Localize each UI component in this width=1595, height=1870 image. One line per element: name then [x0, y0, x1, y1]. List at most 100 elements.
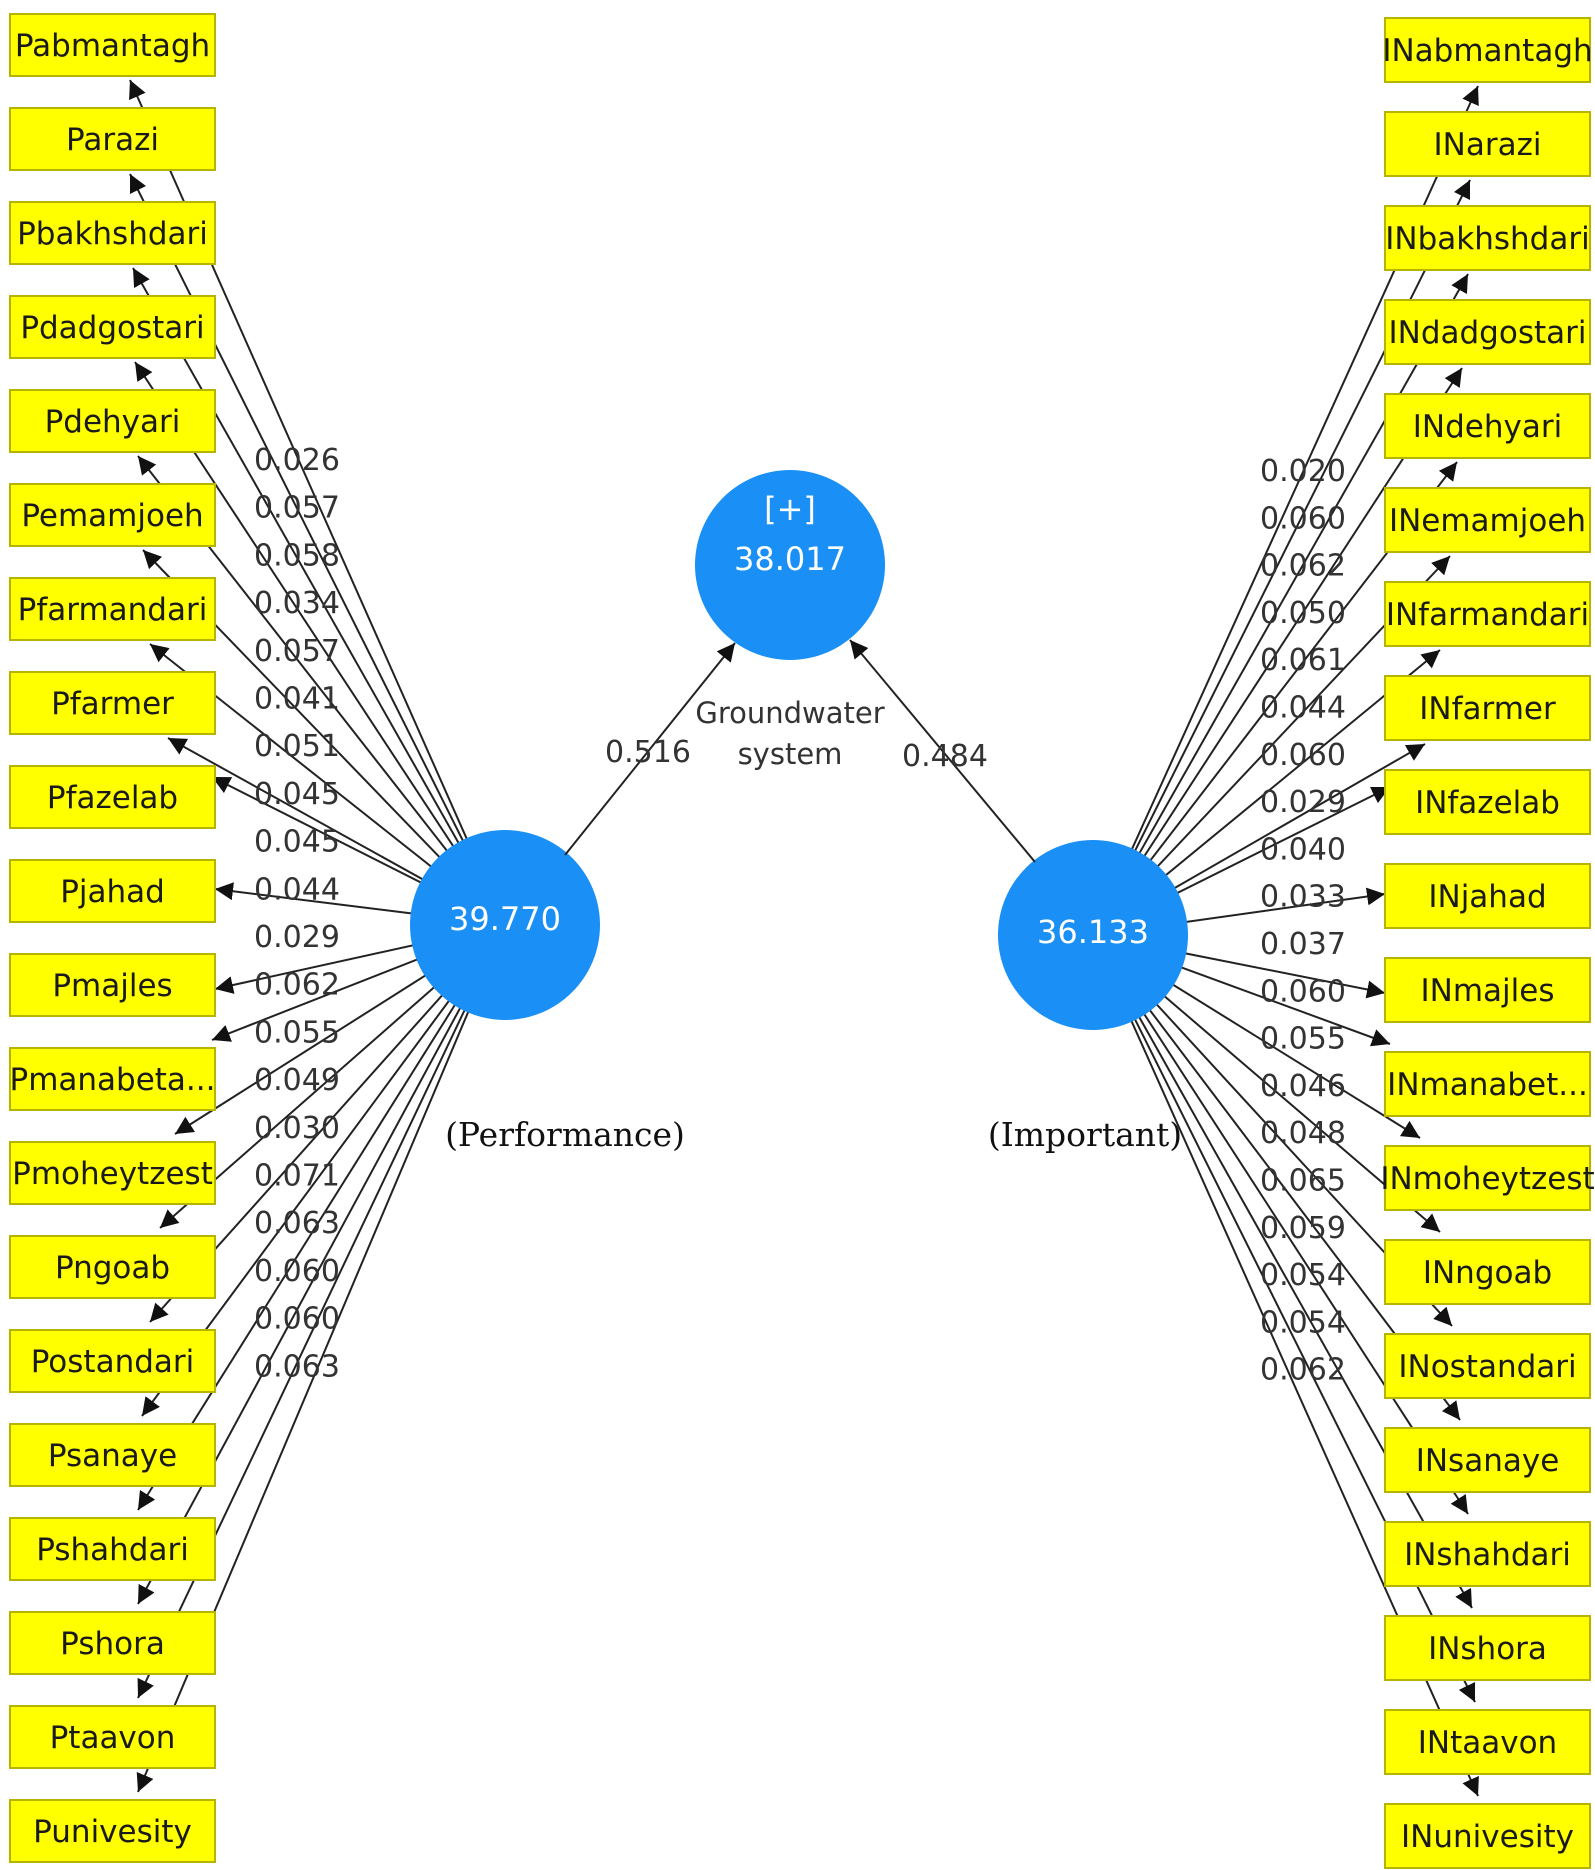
- performance-indicator-punivesity[interactable]: Punivesity: [9, 1799, 216, 1863]
- important-indicator-inostandari[interactable]: INostandari: [1384, 1333, 1591, 1399]
- important-indicator-box[interactable]: [1384, 111, 1591, 177]
- performance-indicator-pfarmandari[interactable]: Pfarmandari: [9, 577, 216, 641]
- groundwater-system-circle[interactable]: [695, 470, 885, 660]
- performance-edge-pdadgostari: [134, 361, 506, 926]
- important-indicator-box[interactable]: [1384, 769, 1591, 835]
- performance-indicator-box[interactable]: [9, 483, 216, 547]
- performance-weight-pmoheytzest: 0.055: [254, 1015, 340, 1050]
- important-indicator-label: INarazi: [1434, 127, 1542, 163]
- important-indicator-box[interactable]: [1384, 863, 1591, 929]
- important-node[interactable]: 36.133: [998, 840, 1188, 1030]
- important-indicator-injahad[interactable]: INjahad: [1384, 863, 1591, 929]
- performance-indicator-pdadgostari[interactable]: Pdadgostari: [9, 295, 216, 359]
- performance-node[interactable]: 39.770: [410, 830, 600, 1020]
- important-indicator-box[interactable]: [1384, 17, 1591, 83]
- performance-indicator-pmajles[interactable]: Pmajles: [9, 953, 216, 1017]
- important-indicator-box[interactable]: [1384, 299, 1591, 365]
- important-indicator-inarazi[interactable]: INarazi: [1384, 111, 1591, 177]
- important-indicator-box[interactable]: [1384, 1803, 1591, 1869]
- performance-indicator-box[interactable]: [9, 1141, 216, 1205]
- performance-indicator-psanaye[interactable]: Psanaye: [9, 1423, 216, 1487]
- important-indicator-box[interactable]: [1384, 1333, 1591, 1399]
- important-indicator-label: INabmantagh: [1382, 33, 1592, 69]
- performance-indicator-box[interactable]: [9, 671, 216, 735]
- performance-indicator-pshora[interactable]: Pshora: [9, 1611, 216, 1675]
- important-indicator-box[interactable]: [1384, 1709, 1591, 1775]
- performance-circle[interactable]: [410, 830, 600, 1020]
- performance-indicator-box[interactable]: [9, 107, 216, 171]
- performance-indicator-box[interactable]: [9, 765, 216, 829]
- important-indicator-box[interactable]: [1384, 487, 1591, 553]
- performance-indicator-box[interactable]: [9, 1611, 216, 1675]
- important-indicator-indehyari[interactable]: INdehyari: [1384, 393, 1591, 459]
- important-indicator-inmoheytzest[interactable]: INmoheytzest: [1380, 1145, 1595, 1211]
- performance-indicator-parazi[interactable]: Parazi: [9, 107, 216, 171]
- important-indicator-box[interactable]: [1384, 1521, 1591, 1587]
- important-indicator-insanaye[interactable]: INsanaye: [1384, 1427, 1591, 1493]
- performance-indicator-box[interactable]: [9, 859, 216, 923]
- important-indicator-inabmantagh[interactable]: INabmantagh: [1382, 17, 1593, 83]
- performance-indicator-box[interactable]: [9, 1423, 216, 1487]
- performance-indicator-box[interactable]: [9, 1329, 216, 1393]
- important-indicator-inbakhshdari[interactable]: INbakhshdari: [1384, 205, 1591, 271]
- groundwater-system-name-line2: system: [738, 737, 843, 771]
- performance-indicator-pdehyari[interactable]: Pdehyari: [9, 389, 216, 453]
- important-indicator-box[interactable]: [1384, 581, 1591, 647]
- performance-indicator-label: Pfarmandari: [18, 592, 208, 628]
- important-indicator-inmajles[interactable]: INmajles: [1384, 957, 1591, 1023]
- important-indicator-box[interactable]: [1384, 393, 1591, 459]
- important-indicator-box[interactable]: [1384, 1239, 1591, 1305]
- performance-indicator-pshahdari[interactable]: Pshahdari: [9, 1517, 216, 1581]
- performance-indicator-pjahad[interactable]: Pjahad: [9, 859, 216, 923]
- important-indicator-indadgostari[interactable]: INdadgostari: [1384, 299, 1591, 365]
- expand-toggle[interactable]: [+]: [764, 490, 816, 528]
- performance-indicator-pngoab[interactable]: Pngoab: [9, 1235, 216, 1299]
- performance-indicator-box[interactable]: [9, 13, 216, 77]
- performance-indicator-box[interactable]: [9, 1517, 216, 1581]
- important-circle[interactable]: [998, 840, 1188, 1030]
- performance-weight-pbakhshdari: 0.058: [254, 538, 340, 573]
- performance-indicator-postandari[interactable]: Postandari: [9, 1329, 216, 1393]
- important-weight-insanaye: 0.065: [1260, 1164, 1346, 1199]
- performance-indicator-pmoheytzest[interactable]: Pmoheytzest: [9, 1141, 216, 1205]
- performance-indicator-pabmantagh[interactable]: Pabmantagh: [9, 13, 216, 77]
- performance-indicator-box[interactable]: [9, 295, 216, 359]
- important-indicator-inunivesity[interactable]: INunivesity: [1384, 1803, 1591, 1869]
- important-indicator-inshahdari[interactable]: INshahdari: [1384, 1521, 1591, 1587]
- performance-indicator-box[interactable]: [9, 201, 216, 265]
- performance-indicator-box[interactable]: [9, 577, 216, 641]
- performance-weight-postandari: 0.030: [254, 1111, 340, 1146]
- important-indicator-infarmer[interactable]: INfarmer: [1384, 675, 1591, 741]
- important-indicator-box[interactable]: [1384, 1615, 1591, 1681]
- important-indicator-box[interactable]: [1384, 675, 1591, 741]
- important-indicator-inshora[interactable]: INshora: [1384, 1615, 1591, 1681]
- important-value: 36.133: [1037, 913, 1149, 951]
- important-indicator-intaavon[interactable]: INtaavon: [1384, 1709, 1591, 1775]
- important-indicator-label: INjahad: [1428, 879, 1546, 915]
- important-indicator-box[interactable]: [1384, 1427, 1591, 1493]
- performance-indicator-pmanabeta[interactable]: Pmanabeta...: [9, 1047, 216, 1111]
- important-indicator-box[interactable]: [1384, 1145, 1591, 1211]
- performance-indicator-box[interactable]: [9, 1235, 216, 1299]
- performance-indicator-box[interactable]: [9, 1799, 216, 1863]
- important-indicator-inemamjoeh[interactable]: INemamjoeh: [1384, 487, 1591, 553]
- important-indicator-inmanabet[interactable]: INmanabet...: [1384, 1051, 1591, 1117]
- performance-indicator-pbakhshdari[interactable]: Pbakhshdari: [9, 201, 216, 265]
- important-indicator-box[interactable]: [1384, 957, 1591, 1023]
- important-indicator-inngoab[interactable]: INngoab: [1384, 1239, 1591, 1305]
- important-indicator-box[interactable]: [1384, 1051, 1591, 1117]
- performance-indicator-pemamjoeh[interactable]: Pemamjoeh: [9, 483, 216, 547]
- performance-indicator-pfarmer[interactable]: Pfarmer: [9, 671, 216, 735]
- groundwater-system-node[interactable]: [+] 38.017: [695, 470, 885, 660]
- performance-indicator-box[interactable]: [9, 1705, 216, 1769]
- important-weight-intaavon: 0.054: [1260, 1305, 1346, 1340]
- performance-indicator-box[interactable]: [9, 1047, 216, 1111]
- important-indicator-box[interactable]: [1384, 205, 1591, 271]
- important-indicator-infarmandari[interactable]: INfarmandari: [1384, 581, 1591, 647]
- important-indicator-infazelab[interactable]: INfazelab: [1384, 769, 1591, 835]
- performance-indicator-ptaavon[interactable]: Ptaavon: [9, 1705, 216, 1769]
- performance-indicator-box[interactable]: [9, 953, 216, 1017]
- important-indicator-label: INfarmer: [1419, 691, 1556, 727]
- performance-indicator-box[interactable]: [9, 389, 216, 453]
- performance-indicator-pfazelab[interactable]: Pfazelab: [9, 765, 216, 829]
